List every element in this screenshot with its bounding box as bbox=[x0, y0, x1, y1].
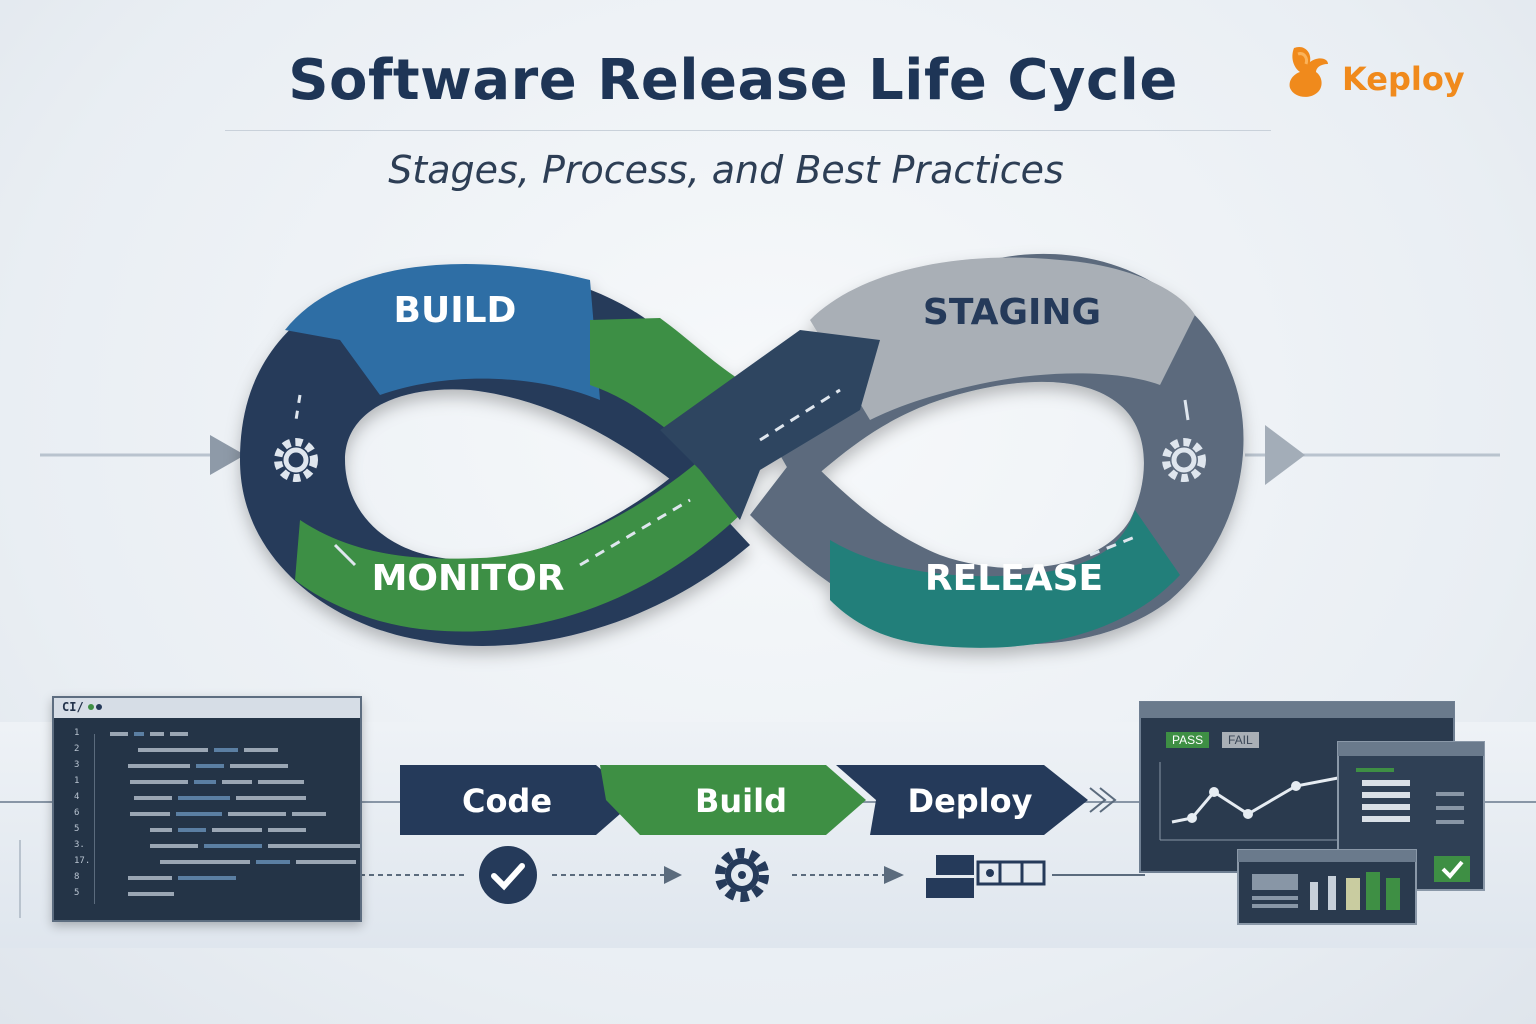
code-editor-titlebar: CI/ bbox=[54, 698, 360, 718]
code-token bbox=[236, 796, 306, 800]
code-token bbox=[196, 764, 224, 768]
gutter-line bbox=[94, 734, 95, 904]
code-token bbox=[268, 844, 360, 848]
stage-release-label: RELEASE bbox=[924, 558, 1104, 599]
pipeline-code-label: Code bbox=[461, 782, 553, 820]
code-token bbox=[228, 812, 286, 816]
rabbit-icon bbox=[1289, 46, 1328, 97]
pipeline-build-label: Build bbox=[694, 782, 787, 820]
code-token bbox=[160, 860, 250, 864]
bar-chart-icon bbox=[1237, 849, 1417, 925]
line-chart-icon bbox=[1159, 762, 1340, 841]
code-token bbox=[128, 876, 172, 880]
stage-build-label: BUILD bbox=[393, 290, 517, 331]
line-number: 4 bbox=[74, 792, 80, 802]
code-token bbox=[204, 844, 262, 848]
line-number: 3. bbox=[74, 840, 85, 850]
code-token bbox=[150, 844, 198, 848]
stage-staging-label: STAGING bbox=[922, 292, 1102, 333]
stage-build-segment bbox=[285, 264, 600, 400]
code-token bbox=[212, 828, 262, 832]
code-token bbox=[178, 796, 230, 800]
code-token bbox=[258, 780, 304, 784]
check-circle-icon bbox=[479, 846, 537, 904]
code-token bbox=[256, 860, 290, 864]
page-subtitle: Stages, Process, and Best Practices bbox=[388, 148, 1064, 192]
code-token bbox=[244, 748, 278, 752]
code-token bbox=[170, 732, 188, 736]
code-token bbox=[178, 828, 206, 832]
line-number: 3 bbox=[74, 760, 80, 770]
code-token bbox=[128, 892, 174, 896]
output-arrow bbox=[1265, 425, 1305, 485]
pipeline-step-code bbox=[400, 765, 636, 835]
status-dot bbox=[96, 704, 102, 710]
status-dot bbox=[88, 704, 94, 710]
page-title: Software Release Life Cycle bbox=[288, 48, 1178, 113]
code-token bbox=[296, 860, 356, 864]
code-editor-title: CI/ bbox=[62, 700, 84, 714]
brand-name: Keploy bbox=[1342, 60, 1465, 98]
code-token bbox=[138, 748, 208, 752]
line-number: 1 bbox=[74, 728, 80, 738]
code-token bbox=[128, 764, 190, 768]
code-token bbox=[292, 812, 326, 816]
line-number: 8 bbox=[74, 872, 80, 882]
gear-icon bbox=[1162, 438, 1206, 482]
line-number: 17. bbox=[74, 856, 91, 866]
code-token bbox=[134, 796, 172, 800]
code-token bbox=[130, 812, 170, 816]
check-icon bbox=[1434, 856, 1470, 882]
code-token bbox=[214, 748, 238, 752]
line-number: 1 bbox=[74, 776, 80, 786]
input-arrow bbox=[210, 435, 245, 475]
line-number: 6 bbox=[74, 808, 80, 818]
fail-badge: FAIL bbox=[1222, 732, 1259, 748]
stage-release-segment bbox=[830, 510, 1180, 648]
code-token bbox=[268, 828, 306, 832]
servers-icon bbox=[926, 855, 1046, 898]
code-token bbox=[178, 876, 236, 880]
code-token bbox=[150, 828, 172, 832]
code-token bbox=[222, 780, 252, 784]
code-token bbox=[176, 812, 222, 816]
pipeline-step-deploy bbox=[836, 765, 1088, 835]
line-number: 5 bbox=[74, 824, 80, 834]
line-number: 5 bbox=[74, 888, 80, 898]
pass-badge: PASS bbox=[1166, 732, 1210, 748]
code-token bbox=[194, 780, 216, 784]
line-number: 2 bbox=[74, 744, 80, 754]
code-token bbox=[130, 780, 188, 784]
code-token bbox=[134, 732, 144, 736]
code-token bbox=[110, 732, 128, 736]
stage-monitor-label: MONITOR bbox=[371, 558, 565, 599]
gear-icon bbox=[715, 848, 769, 902]
stage-staging-segment bbox=[810, 257, 1195, 420]
stage-monitor-segment bbox=[295, 460, 740, 632]
pipeline-deploy-label: Deploy bbox=[907, 782, 1033, 820]
pipeline-step-build bbox=[600, 765, 866, 835]
code-editor-window: CI/ 1 2 3 1 4 6 5 3. 17. 8 5 bbox=[52, 696, 362, 922]
gear-icon bbox=[274, 438, 318, 482]
code-token bbox=[230, 764, 288, 768]
code-token bbox=[150, 732, 164, 736]
title-divider bbox=[225, 130, 1271, 131]
keploy-logo: Keploy bbox=[1284, 42, 1474, 102]
